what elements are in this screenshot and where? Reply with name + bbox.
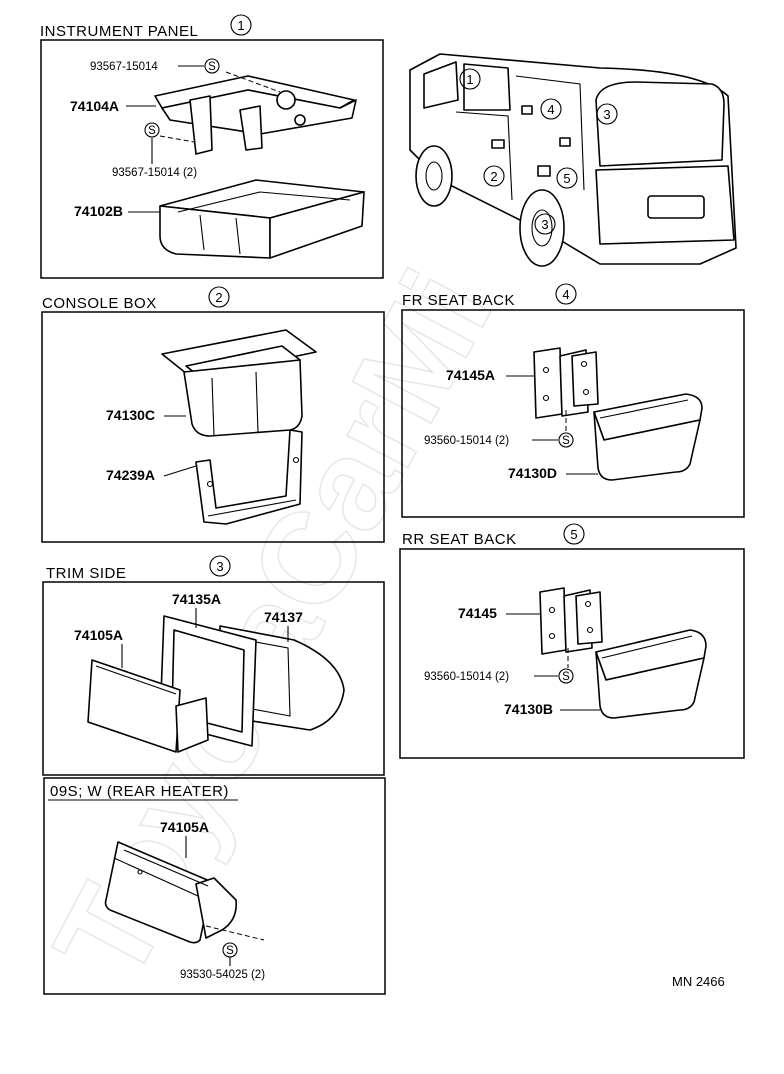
trim-side-frame [42, 581, 385, 776]
index-badge-2: 2 [208, 286, 230, 308]
svg-text:S: S [148, 125, 156, 137]
callout-2: 2 [483, 165, 505, 187]
svg-text:3: 3 [541, 217, 548, 232]
label-93567-15014: 93567-15014 [90, 61, 158, 73]
rear-heater-frame [43, 777, 386, 995]
svg-text:S: S [562, 671, 570, 683]
label-93560-15014-fr: 93560-15014 (2) [424, 435, 509, 447]
standard-symbol: S [558, 668, 574, 684]
fr-seat-back-title: FR SEAT BACK [402, 292, 515, 309]
standard-symbol: S [144, 122, 160, 138]
label-74130B: 74130B [504, 701, 553, 717]
label-93560-15014-rr: 93560-15014 (2) [424, 671, 509, 683]
label-74105A: 74105A [74, 627, 123, 643]
part-74145-drawing [539, 587, 603, 668]
label-74130D: 74130D [508, 465, 557, 481]
fr-seat-back-frame [401, 309, 745, 518]
instrument-panel-frame [40, 39, 384, 279]
part-74102B-drawing [159, 179, 365, 259]
label-74239A: 74239A [106, 467, 155, 483]
svg-text:5: 5 [570, 527, 577, 542]
svg-text:5: 5 [563, 171, 570, 186]
fr-seat-back-section: FR SEAT BACK 4 74145A 93560-15014 (2) [401, 283, 745, 518]
svg-text:S: S [208, 61, 216, 73]
label-93567-15014-2: 93567-15014 (2) [112, 167, 197, 179]
svg-text:2: 2 [490, 169, 497, 184]
part-74239A-drawing [195, 429, 303, 525]
label-74130C: 74130C [106, 407, 155, 423]
svg-text:3: 3 [216, 559, 223, 574]
svg-text:2: 2 [215, 290, 222, 305]
svg-text:S: S [562, 435, 570, 447]
index-badge-3: 3 [209, 555, 231, 577]
label-74145: 74145 [458, 605, 497, 621]
callout-4: 4 [540, 98, 562, 120]
part-74130C-drawing [161, 329, 317, 437]
console-box-title: CONSOLE BOX [42, 295, 157, 312]
part-74130B-drawing [595, 629, 707, 719]
trim-side-section: TRIM SIDE 3 74135A 74137 74105A [42, 555, 385, 776]
svg-text:4: 4 [547, 102, 554, 117]
svg-text:1: 1 [466, 72, 473, 87]
callout-1: 1 [459, 68, 481, 90]
label-74102B: 74102B [74, 203, 123, 219]
console-box-frame [41, 311, 385, 543]
svg-text:1: 1 [237, 18, 244, 33]
rr-seat-back-title: RR SEAT BACK [402, 531, 517, 548]
label-74135A: 74135A [172, 591, 221, 607]
index-badge-1: 1 [230, 14, 252, 36]
vehicle-location-drawing [409, 53, 737, 267]
rear-heater-section: 09S; W (REAR HEATER) 74105A S 93530-5402… [43, 777, 386, 995]
trim-side-title: TRIM SIDE [46, 565, 126, 582]
svg-text:S: S [226, 945, 234, 957]
instrument-panel-section: INSTRUMENT PANEL 1 93567-15014 [40, 14, 384, 279]
label-74145A: 74145A [446, 367, 495, 383]
label-74105A-heater: 74105A [160, 819, 209, 835]
index-badge-5: 5 [563, 523, 585, 545]
part-74105A-trim-drawing [87, 659, 209, 753]
callout-3-upper: 3 [596, 103, 618, 125]
part-74145A-drawing [533, 347, 599, 432]
rear-heater-title: 09S; W (REAR HEATER) [50, 783, 229, 800]
part-74104A-drawing [154, 71, 357, 155]
index-badge-4: 4 [555, 283, 577, 305]
callout-3: 3 [534, 213, 556, 235]
rr-seat-back-section: RR SEAT BACK 5 74145 93560-15014 (2) [399, 523, 745, 759]
instrument-panel-title: INSTRUMENT PANEL [40, 23, 198, 40]
location-callouts: 1 2 3 4 5 3 [459, 68, 618, 235]
rr-seat-back-frame [399, 548, 745, 759]
label-74104A: 74104A [70, 98, 119, 114]
standard-symbol: S [558, 432, 574, 448]
standard-symbol: S [222, 942, 238, 958]
svg-text:4: 4 [562, 287, 569, 302]
svg-text:3: 3 [603, 107, 610, 122]
label-93530-54025: 93530-54025 (2) [180, 969, 265, 981]
callout-5: 5 [556, 167, 578, 189]
console-box-section: CONSOLE BOX 2 74130C 74239A [41, 286, 385, 543]
label-74137: 74137 [264, 609, 303, 625]
part-74130D-drawing [593, 393, 703, 481]
standard-symbol: S [204, 58, 220, 74]
diagram-code: MN 2466 [672, 974, 725, 989]
part-74105A-heater-drawing [104, 841, 265, 944]
